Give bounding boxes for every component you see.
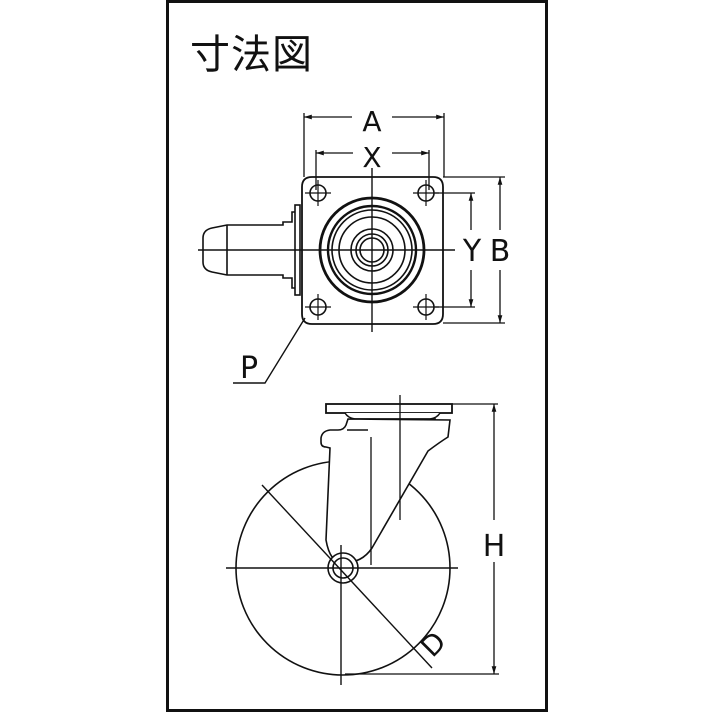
fork-bracket (320, 418, 451, 564)
label-B: B (490, 234, 511, 269)
bolt-holes (305, 180, 439, 320)
side-view (226, 395, 499, 685)
dimension-Y (435, 192, 475, 308)
label-Y: Y (462, 234, 482, 269)
drawing-title: 寸法図 (190, 32, 313, 78)
side-plate (325, 403, 453, 414)
dimension-X (315, 150, 430, 190)
dimension-D (261, 484, 433, 669)
label-P: P (240, 351, 258, 386)
label-A: A (362, 105, 381, 138)
label-H: H (483, 529, 506, 564)
center-lines (198, 168, 455, 332)
top-view (198, 113, 505, 384)
label-X: X (362, 141, 381, 174)
dimension-A (303, 113, 445, 177)
leader-P (233, 317, 306, 384)
drawing-frame (166, 0, 548, 712)
dimension-H (345, 403, 499, 675)
label-D: D (414, 625, 453, 664)
dimension-B (443, 176, 505, 324)
